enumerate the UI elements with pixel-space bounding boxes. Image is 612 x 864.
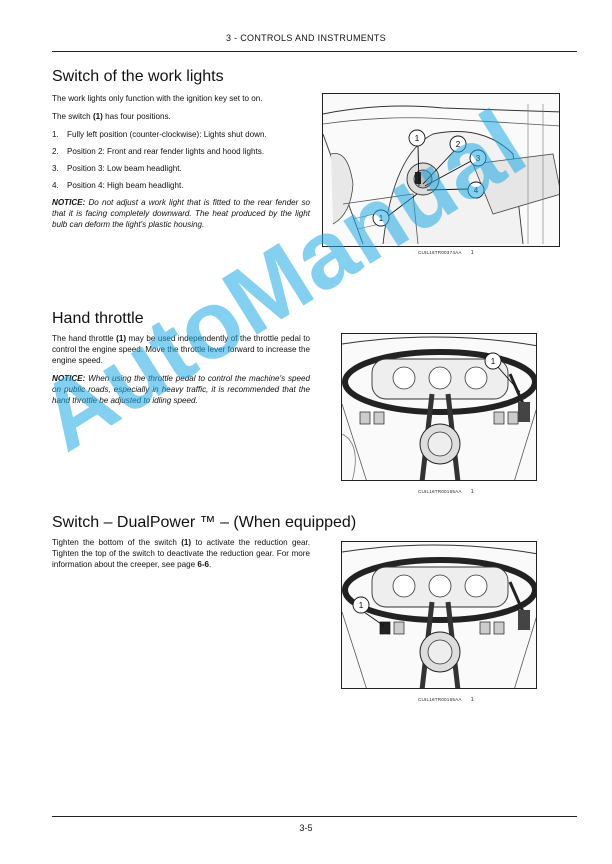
dualpower-figure: 1 (341, 541, 537, 689)
work-lights-intro: The work lights only function with the i… (52, 94, 263, 103)
hand-throttle-illustration: 1 (342, 336, 536, 480)
work-lights-illustration: 1 2 3 4 1 (323, 104, 559, 245)
svg-text:1: 1 (491, 357, 496, 366)
work-lights-text: The work lights only function with the i… (52, 93, 310, 237)
hand-throttle-text: The hand throttle (1) may be used indepe… (52, 333, 310, 413)
dualpower-desc: Tighten the bottom of the switch (1) to … (52, 538, 311, 569)
dualpower-text: Tighten the bottom of the switch (1) to … (52, 537, 310, 577)
footer-rule (52, 816, 577, 817)
work-lights-notice: NOTICE: Do not adjust a work light that … (52, 198, 310, 229)
callout-1: 1 (352, 596, 370, 614)
callout-1-top: 1 (408, 129, 426, 147)
hand-throttle-figure: 1 (341, 333, 537, 481)
hand-throttle-notice: NOTICE: When using the throttle pedal to… (52, 374, 310, 405)
page-number: 3-5 (299, 823, 313, 833)
callout-4: 4 (467, 181, 485, 199)
list-item: 1.Fully left position (counter-clockwise… (52, 130, 267, 139)
section-title-dualpower: Switch – DualPower ™ – (When equipped) (52, 514, 357, 531)
callout-3: 3 (469, 149, 487, 167)
page-header: 3 - CONTROLS AND INSTRUMENTS (226, 33, 386, 43)
section-title-work-lights: Switch of the work lights (52, 68, 224, 85)
svg-text:1: 1 (359, 601, 364, 610)
work-lights-positions-list: 1.Fully left position (counter-clockwise… (52, 129, 310, 191)
svg-text:1: 1 (415, 134, 420, 143)
work-lights-figure: 1 2 3 4 1 (322, 93, 560, 247)
svg-text:4: 4 (474, 186, 479, 195)
callout-2: 2 (449, 135, 467, 153)
page-reference-link[interactable]: 6-6 (197, 560, 210, 569)
section-title-hand-throttle: Hand throttle (52, 310, 144, 327)
svg-text:3: 3 (476, 154, 481, 163)
svg-text:2: 2 (456, 140, 461, 149)
list-item: 2.Position 2: Front and rear fender ligh… (52, 147, 265, 156)
hand-throttle-desc: The hand throttle (1) may be used indepe… (52, 334, 310, 365)
list-item: 4.Position 4: High beam headlight. (52, 181, 184, 190)
callout-1: 1 (484, 352, 502, 370)
callout-1-bottom: 1 (372, 209, 390, 227)
work-lights-switch-desc: The switch (1) has four positions. (52, 112, 171, 121)
svg-text:1: 1 (379, 214, 384, 223)
header-rule (52, 51, 577, 52)
list-item: 3.Position 3: Low beam headlight. (52, 164, 182, 173)
dualpower-illustration: 1 (342, 544, 536, 688)
